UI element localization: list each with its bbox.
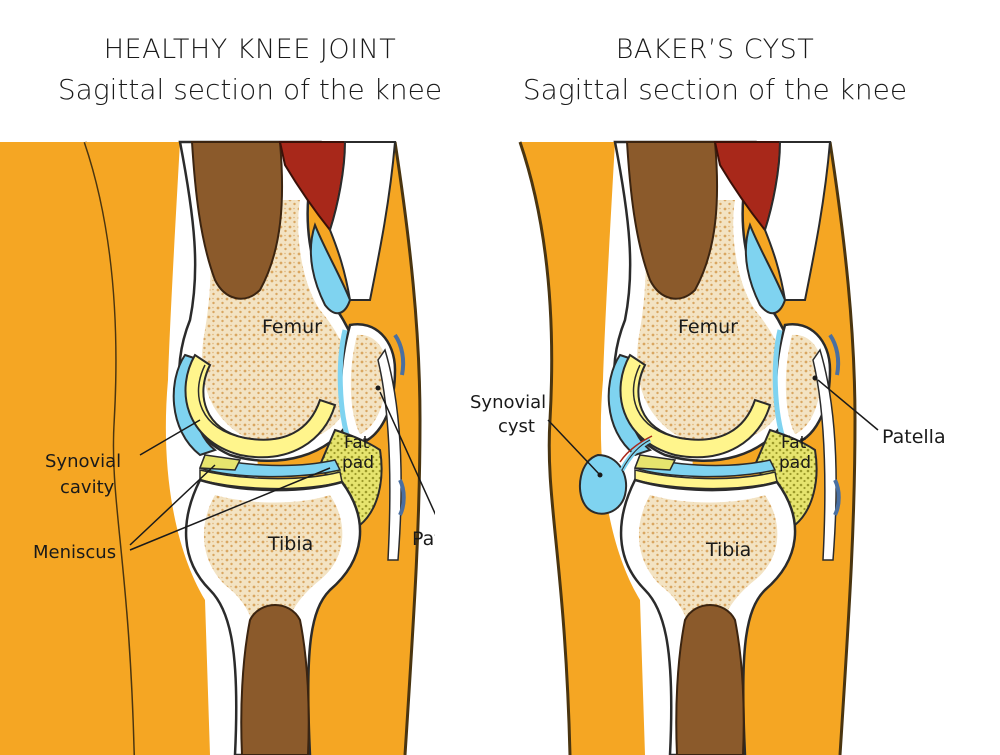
synovial-cyst [578,453,628,515]
left-panel-title: HEALTHY KNEE JOINT Sagittal section of t… [30,30,470,110]
label-tibia: Tibia [267,533,313,555]
label-tibia-right: Tibia [705,539,751,561]
label-fat-pad-right-line2: pad [779,453,811,473]
left-title-line2: Sagittal section of the knee [57,73,443,106]
label-femur-right: Femur [678,316,738,338]
label-meniscus: Meniscus [33,542,116,563]
right-panel-title: BAKER’S CYST Sagittal section of the kne… [495,30,935,110]
label-synovial-cavity-line1: Synovial [45,451,121,472]
label-patella-right: Patella [882,426,946,448]
label-synovial-cyst-line2: cyst [498,416,535,437]
left-title-line1: HEALTHY KNEE JOINT [103,34,397,65]
label-fat-pad-line2: pad [342,453,374,473]
label-synovial-cavity-line2: cavity [60,477,115,498]
right-title-line1: BAKER’S CYST [615,34,815,65]
label-fat-pad-line1: Fat [344,433,370,453]
label-synovial-cyst-line1: Synovial [470,392,546,413]
patella-leader-right [817,379,879,431]
healthy-knee-diagram: Femur Fat pad Synovial cavity Meniscus T… [0,142,476,755]
label-fat-pad-right-line1: Fat [781,433,807,453]
patella-leader [379,391,439,521]
synovial-cavity-leader [139,419,201,456]
right-title-line2: Sagittal section of the knee [522,73,908,106]
meniscus-leader-1 [129,464,216,546]
synovial-cyst-leader [547,419,601,476]
meniscus-leader-2 [129,467,331,551]
label-femur: Femur [262,316,322,338]
bakers-cyst-diagram: Femur Fat pad Synovial cyst Tibia Patell… [435,142,946,755]
